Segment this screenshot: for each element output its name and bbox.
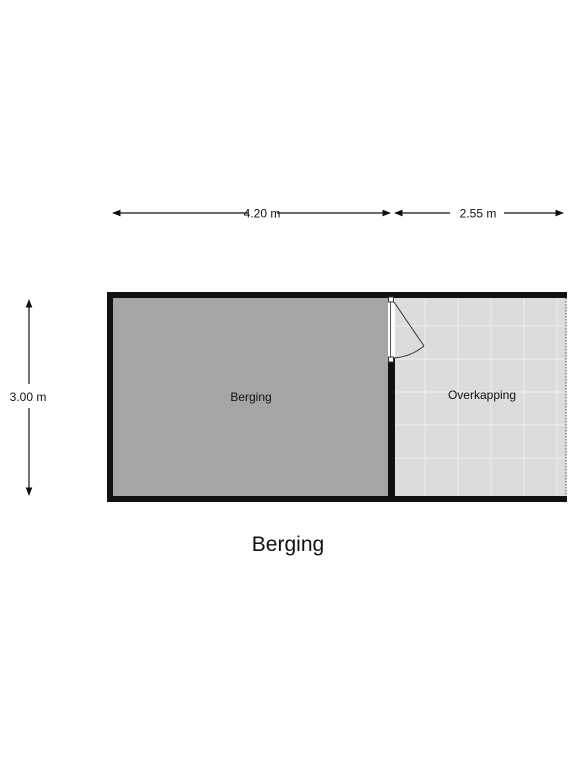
canopy-tile-grid	[395, 298, 566, 496]
room-label-storage: Berging	[230, 390, 271, 404]
walls	[107, 292, 567, 502]
door-swing-arc	[393, 345, 425, 359]
door-jamb-top	[388, 296, 394, 303]
door-jamb-bottom	[388, 356, 394, 363]
dimension-label-depth: 3.00 m	[10, 390, 47, 404]
wall-bottom	[107, 496, 567, 502]
wall-top	[107, 292, 567, 298]
dimension-storage-width: 4.20 m	[112, 207, 391, 221]
wall-partition	[388, 358, 395, 502]
dimension-canopy-width: 2.55 m	[394, 207, 564, 221]
dimension-label-storage-width: 4.20 m	[244, 207, 281, 221]
dimension-label-canopy-width: 2.55 m	[460, 207, 497, 221]
door-leaf	[393, 301, 425, 347]
door	[388, 296, 425, 363]
canopy-floor	[395, 298, 566, 496]
dimension-depth: 3.00 m	[10, 299, 47, 496]
plan-title: Berging	[251, 533, 325, 556]
storage-floor	[113, 298, 388, 496]
room-label-canopy: Overkapping	[448, 388, 516, 402]
canopy-area	[395, 298, 567, 496]
door-opening	[388, 298, 395, 358]
wall-left	[107, 292, 113, 502]
